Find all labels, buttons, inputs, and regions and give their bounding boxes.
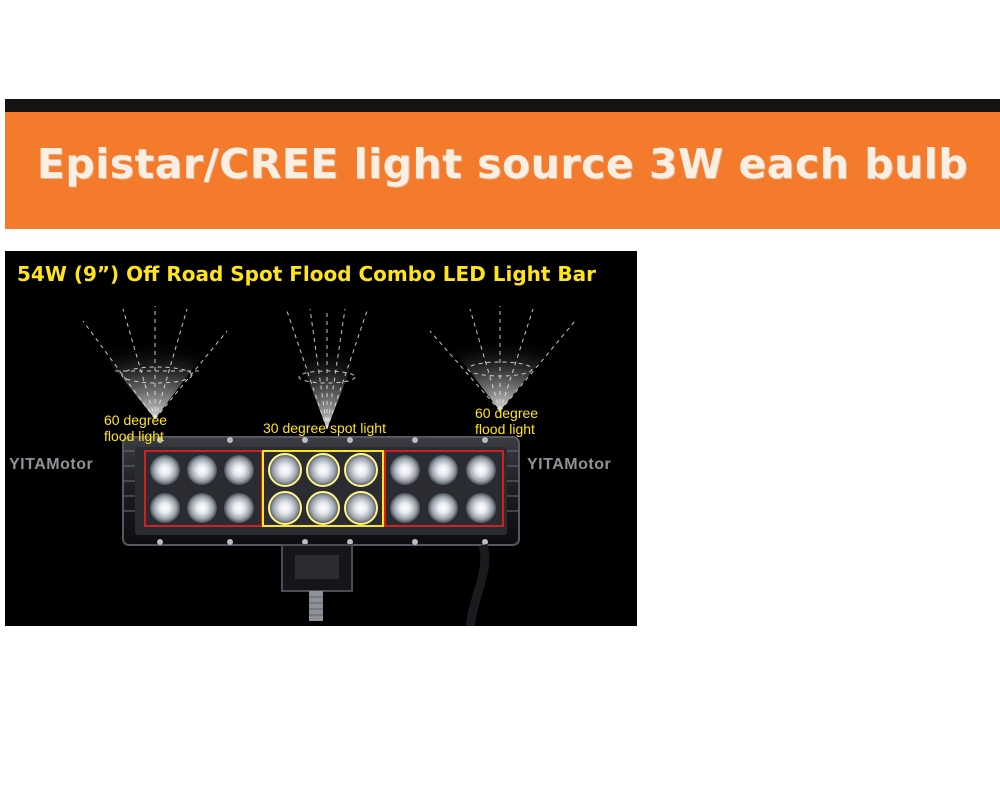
watermark-right: YITAMotor [527,456,612,473]
product-photo: 54W (9”) Off Road Spot Flood Combo LED L… [5,251,637,626]
watermark-left: YITAMotor [9,456,94,473]
flood-frame-right [384,450,504,527]
spot-leds-center [268,453,378,525]
spot-light-label: 30 degree spot light [263,420,386,436]
spot-frame-center [262,450,384,527]
flood-beam-left [65,306,240,420]
flood-leds-left [150,455,254,523]
led-array [150,453,496,525]
header-banner: Epistar/CREE light source 3W each bulb [5,99,1000,229]
power-cable [465,543,490,626]
light-bar-illustration [65,306,585,626]
product-title: 54W (9”) Off Road Spot Flood Combo LED L… [17,262,597,286]
flood-beam-right [420,306,585,412]
mounting-bracket [281,544,353,621]
banner-headline: Epistar/CREE light source 3W each bulb [36,140,969,188]
flood-leds-right [390,455,496,523]
spot-beam-center [280,306,375,430]
flood-light-label-right: 60 degree flood light [475,405,539,437]
flood-light-label-left: 60 degree flood light [104,412,168,444]
